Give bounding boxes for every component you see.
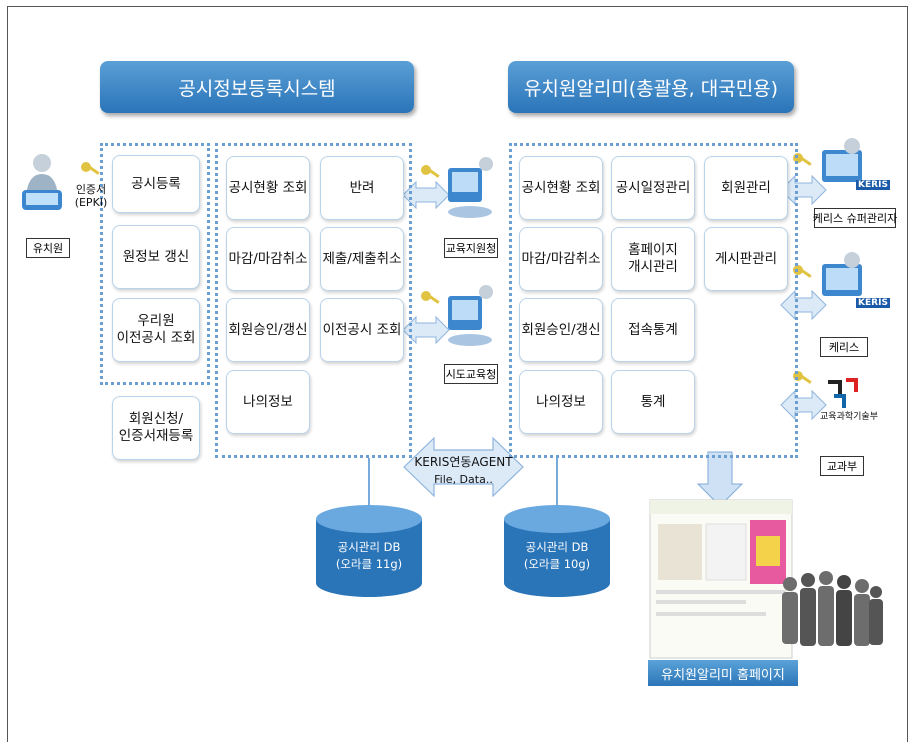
- provincial-office-arrow: [402, 315, 450, 345]
- keris-logo: KERIS: [856, 298, 890, 309]
- db-right-cylinder-shape: [504, 505, 610, 597]
- left-system-header: 공시정보등록시스템: [100, 61, 414, 113]
- keris-computer-icon: [822, 252, 862, 296]
- right-my-info-button[interactable]: 나의정보: [519, 370, 603, 434]
- right-system-header: 유치원알리미(총괄용, 대국민용): [508, 61, 794, 113]
- key-icon-edu: [421, 165, 440, 178]
- homepage-banner: 유치원알리미 홈페이지: [648, 660, 798, 686]
- mid-my-info-button[interactable]: 나의정보: [226, 370, 310, 434]
- keris-label: 케리스: [820, 337, 868, 357]
- key-icon-prov: [421, 291, 440, 304]
- homepage-arrow: [696, 451, 744, 507]
- agent-label: KERIS연동AGENT: [414, 455, 513, 469]
- homepage-screenshot-image: [649, 499, 793, 659]
- mid-return-button[interactable]: 반려: [320, 156, 404, 220]
- prev-notice-query-button[interactable]: 우리원 이전공시 조회: [112, 298, 200, 362]
- ministry-label: 교과부: [820, 456, 864, 476]
- mid-close-button[interactable]: 마감/마감취소: [226, 227, 310, 291]
- agent-sublabel: File, Data..: [434, 473, 493, 486]
- right-member-approve-button[interactable]: 회원승인/갱신: [519, 298, 603, 362]
- member-registration-button[interactable]: 회원신청/ 인증서재등록: [112, 396, 200, 460]
- keris-super-label: 케리스 슈퍼관리자: [813, 208, 897, 228]
- left-group-frame: [100, 143, 210, 385]
- mid-member-approve-button[interactable]: 회원승인/갱신: [226, 298, 310, 362]
- db-left-label: 공시관리 DB (오라클 11g): [335, 540, 403, 572]
- agent-arrow: [403, 436, 524, 498]
- db-left-cylinder-shape: [316, 505, 422, 597]
- diagram-frame: [7, 6, 908, 742]
- key-icon-kindergarten: [81, 162, 100, 175]
- db-left: 공시관리 DB (오라클 11g): [316, 505, 422, 601]
- keris-super-computer-icon: [822, 138, 862, 182]
- right-member-manage-button[interactable]: 회원관리: [704, 156, 788, 220]
- right-group-frame: [509, 143, 798, 458]
- provincial-office-computer-icon: [448, 285, 493, 346]
- mid-status-query-button[interactable]: 공시현황 조회: [226, 156, 310, 220]
- mid-submit-button[interactable]: 제출/제출취소: [320, 227, 404, 291]
- right-access-stats-button[interactable]: 접속통계: [611, 298, 695, 362]
- notice-register-button[interactable]: 공시등록: [112, 155, 200, 213]
- ministry-logo-icon: [828, 378, 858, 408]
- edu-office-computer-icon: [448, 157, 493, 218]
- info-update-button[interactable]: 원정보 갱신: [112, 225, 200, 289]
- kindergarten-user-icon: [22, 154, 62, 210]
- right-close-button[interactable]: 마감/마감취소: [519, 227, 603, 291]
- right-status-query-button[interactable]: 공시현황 조회: [519, 156, 603, 220]
- db-right: 공시관리 DB (오라클 10g): [504, 505, 610, 601]
- kindergarten-label: 유치원: [26, 238, 70, 258]
- keris-super-logo: KERIS: [856, 180, 890, 191]
- mid-group-frame: [215, 143, 412, 458]
- db-right-label: 공시관리 DB (오라클 10g): [523, 540, 591, 572]
- edu-office-label: 교육지원청: [444, 238, 498, 258]
- cert-label: 인증서 (EPKI): [74, 183, 108, 209]
- right-homepage-manage-button[interactable]: 홈페이지 개시관리: [611, 227, 695, 291]
- right-board-manage-button[interactable]: 게시판관리: [704, 227, 788, 291]
- provincial-office-label: 시도교육청: [444, 364, 498, 384]
- mid-prev-notice-button[interactable]: 이전공시 조회: [320, 298, 404, 362]
- right-schedule-button[interactable]: 공시일정관리: [611, 156, 695, 220]
- ministry-logo-text: 교육과학기술부: [820, 412, 878, 422]
- right-stats-button[interactable]: 통계: [611, 370, 695, 434]
- people-crowd-image: [782, 571, 883, 646]
